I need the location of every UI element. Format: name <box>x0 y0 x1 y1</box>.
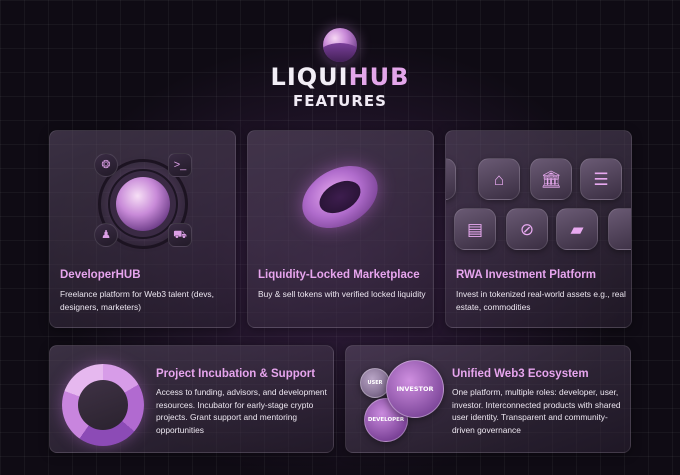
page-subtitle: FEATURES <box>293 92 387 110</box>
brand-title-part2: HUB <box>348 63 410 91</box>
gold-bars-icon: ▰ <box>556 208 598 250</box>
partial-tile <box>608 208 631 250</box>
card-title: Unified Web3 Ecosystem <box>452 368 589 380</box>
card-description: Freelance platform for Web3 talent (devs… <box>60 289 214 312</box>
liquihub-logo <box>323 28 357 62</box>
cart-icon: ⛟ <box>168 223 192 247</box>
feature-card-ecosystem: USER DEVELOPER INVESTOR Unified Web3 Eco… <box>345 345 631 453</box>
card-description: Access to funding, advisors, and develop… <box>156 387 327 435</box>
brand-title-part1: LIQUI <box>270 63 349 91</box>
developerhub-orb <box>116 177 170 231</box>
coins-stack-icon: ☰ <box>580 158 622 200</box>
role-bubble-developer: DEVELOPER <box>364 398 408 442</box>
card-description: Buy & sell tokens with verified locked l… <box>258 289 426 299</box>
role-bubble-user: USER <box>360 368 390 398</box>
card-description: Invest in tokenized real-world assets e.… <box>456 289 626 312</box>
donut-graphic <box>62 364 144 446</box>
brain-icon: ❂ <box>94 153 118 177</box>
feature-card-rwa: ⌂ 🏛 ☰ ▤ ⊘ ▰ RWA Investment Platform Inve… <box>445 130 632 328</box>
brand-title: LIQUIHUB <box>0 63 680 91</box>
house-icon: ⌂ <box>478 158 520 200</box>
card-title: Liquidity-Locked Marketplace <box>258 269 420 281</box>
card-title: DeveloperHUB <box>60 269 141 281</box>
terminal-icon: >_ <box>168 153 192 177</box>
feature-card-incubation: Project Incubation & Support Access to f… <box>49 345 334 453</box>
user-icon: ♟ <box>94 223 118 247</box>
token-ring-graphic <box>291 153 389 241</box>
card-title: RWA Investment Platform <box>456 269 596 281</box>
card-title: Project Incubation & Support <box>156 368 316 380</box>
feature-card-developerhub: ❂ >_ ♟ ⛟ DeveloperHUB Freelance platform… <box>49 130 236 328</box>
partial-tile <box>446 158 456 200</box>
feature-card-marketplace: Liquidity-Locked Marketplace Buy & sell … <box>247 130 434 328</box>
bank-icon: 🏛 <box>530 158 572 200</box>
developerhub-ring <box>98 159 188 249</box>
document-icon: ▤ <box>454 208 496 250</box>
role-bubble-investor: INVESTOR <box>386 360 444 418</box>
coffee-bean-icon: ⊘ <box>506 208 548 250</box>
card-description: One platform, multiple roles: developer,… <box>452 387 621 435</box>
